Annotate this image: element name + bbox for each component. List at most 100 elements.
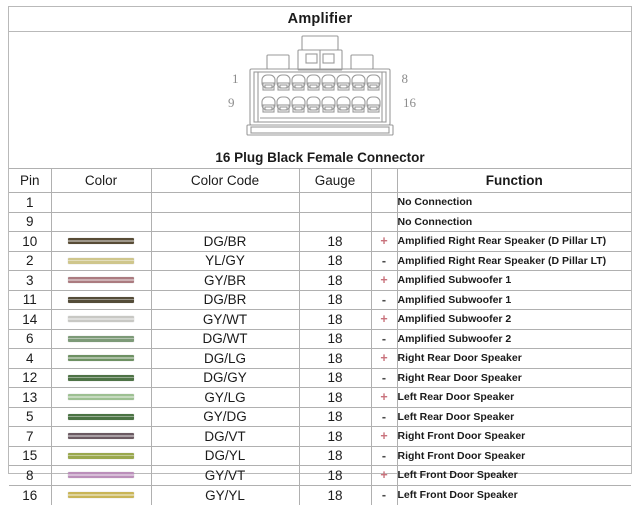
- cell-color-code: DG/BR: [150, 289, 300, 310]
- cell-pin: 7: [9, 426, 52, 447]
- cell-polarity: [370, 211, 398, 232]
- cell-pin: 11: [9, 289, 52, 310]
- cell-color-code: [150, 192, 300, 213]
- cell-color-code: YL/GY: [150, 250, 300, 271]
- cell-wire-color: [50, 250, 152, 271]
- cell-function: Amplified Subwoofer 1: [396, 289, 631, 310]
- cell-wire-color: [50, 484, 152, 505]
- cell-wire-color: [50, 192, 152, 213]
- cell-gauge: 18: [298, 445, 372, 466]
- cell-color-code: GY/BR: [150, 270, 300, 291]
- cell-function: No Connection: [396, 211, 631, 232]
- wire-color-swatch: [68, 433, 134, 440]
- cell-function: Right Rear Door Speaker: [396, 348, 631, 369]
- cell-gauge: 18: [298, 250, 372, 271]
- cell-function: Right Front Door Speaker: [396, 426, 631, 447]
- cell-color-code: GY/LG: [150, 387, 300, 408]
- cell-gauge: 18: [298, 231, 372, 252]
- column-header-pin: Pin: [9, 168, 52, 193]
- cell-pin: 6: [9, 328, 52, 349]
- cell-polarity: +: [370, 387, 398, 408]
- cell-gauge: 18: [298, 465, 372, 486]
- cell-polarity: -: [370, 289, 398, 310]
- column-header-function: Function: [396, 168, 631, 193]
- wire-color-swatch: [68, 238, 134, 245]
- cell-function: Left Rear Door Speaker: [396, 387, 631, 408]
- cell-pin: 13: [9, 387, 52, 408]
- cell-function: Amplified Right Rear Speaker (D Pillar L…: [396, 250, 631, 271]
- cell-wire-color: [50, 445, 152, 466]
- wire-color-swatch: [68, 355, 134, 362]
- cell-wire-color: [50, 465, 152, 486]
- cell-pin: 15: [9, 445, 52, 466]
- connector-diagram-band: 1 8 9 16: [9, 32, 631, 146]
- cell-pin: 10: [9, 231, 52, 252]
- column-header-color: Color: [50, 168, 152, 193]
- cell-function: Left Front Door Speaker: [396, 484, 631, 505]
- cell-gauge: 18: [298, 484, 372, 505]
- wire-color-swatch: [68, 452, 134, 459]
- wire-color-swatch: [68, 374, 134, 381]
- page-title: Amplifier: [287, 11, 353, 27]
- cell-gauge: 18: [298, 367, 372, 388]
- cell-gauge: 18: [298, 348, 372, 369]
- cell-wire-color: [50, 426, 152, 447]
- wire-color-swatch: [68, 413, 134, 420]
- cell-pin: 3: [9, 270, 52, 291]
- connector-pin-label-16: 16: [403, 95, 416, 110]
- cell-gauge: 18: [298, 387, 372, 408]
- cell-wire-color: [50, 406, 152, 427]
- cell-function: Right Rear Door Speaker: [396, 367, 631, 388]
- cell-function: Left Front Door Speaker: [396, 465, 631, 486]
- cell-gauge: 18: [298, 406, 372, 427]
- cell-polarity: +: [370, 426, 398, 447]
- cell-color-code: [150, 211, 300, 232]
- cell-polarity: -: [370, 484, 398, 505]
- cell-gauge: [298, 192, 372, 213]
- cell-function: Amplified Subwoofer 1: [396, 270, 631, 291]
- connector-svg: [246, 35, 394, 136]
- cell-polarity: +: [370, 309, 398, 330]
- table-header-row: Pin Color Color Code Gauge Function: [9, 168, 631, 193]
- cell-color-code: DG/WT: [150, 328, 300, 349]
- cell-color-code: GY/DG: [150, 406, 300, 427]
- connector-pin-label-9: 9: [228, 95, 235, 110]
- cell-polarity: +: [370, 465, 398, 486]
- cell-pin: 1: [9, 192, 52, 213]
- column-header-color-code: Color Code: [150, 168, 300, 193]
- wire-color-swatch: [68, 316, 134, 323]
- cell-color-code: GY/YL: [150, 484, 300, 505]
- connector-caption: 16 Plug Black Female Connector: [215, 149, 425, 165]
- cell-gauge: [298, 211, 372, 232]
- cell-wire-color: [50, 309, 152, 330]
- cell-wire-color: [50, 211, 152, 232]
- cell-pin: 4: [9, 348, 52, 369]
- cell-function: Left Rear Door Speaker: [396, 406, 631, 427]
- cell-wire-color: [50, 367, 152, 388]
- cell-polarity: -: [370, 406, 398, 427]
- cell-color-code: DG/LG: [150, 348, 300, 369]
- cell-function: Amplified Subwoofer 2: [396, 309, 631, 330]
- wire-color-swatch: [68, 492, 134, 498]
- cell-wire-color: [50, 387, 152, 408]
- cell-polarity: -: [370, 250, 398, 271]
- cell-function: Amplified Right Rear Speaker (D Pillar L…: [396, 231, 631, 252]
- cell-polarity: +: [370, 231, 398, 252]
- cell-pin: 12: [9, 367, 52, 388]
- wiring-diagram-sheet: Amplifier: [8, 6, 632, 505]
- cell-polarity: [370, 192, 398, 213]
